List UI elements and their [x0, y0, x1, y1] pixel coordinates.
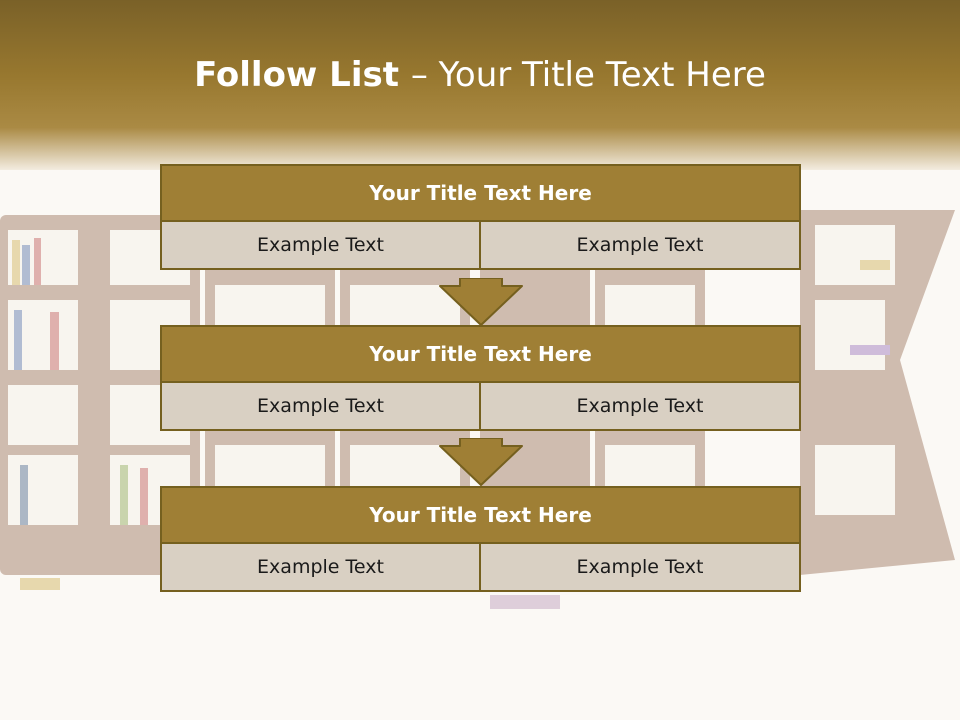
- block-cell-left: Example Text: [160, 383, 481, 431]
- block-cell-left: Example Text: [160, 222, 481, 270]
- list-block-1: Your Title Text Here Example Text Exampl…: [160, 164, 801, 270]
- block-title: Your Title Text Here: [160, 486, 801, 544]
- down-arrow-icon: [439, 278, 523, 326]
- slide-title-bold: Follow List: [194, 55, 411, 95]
- slide-title: Follow List – Your Title Text Here: [0, 52, 960, 98]
- slide-title-rest: – Your Title Text Here: [410, 55, 766, 95]
- block-cell-left: Example Text: [160, 544, 481, 592]
- list-block-2: Your Title Text Here Example Text Exampl…: [160, 325, 801, 431]
- header-band: [0, 0, 960, 170]
- down-arrow-icon: [439, 438, 523, 486]
- block-cell-right: Example Text: [481, 544, 801, 592]
- block-cell-right: Example Text: [481, 222, 801, 270]
- block-cell-right: Example Text: [481, 383, 801, 431]
- block-title: Your Title Text Here: [160, 325, 801, 383]
- list-block-3: Your Title Text Here Example Text Exampl…: [160, 486, 801, 592]
- block-title: Your Title Text Here: [160, 164, 801, 222]
